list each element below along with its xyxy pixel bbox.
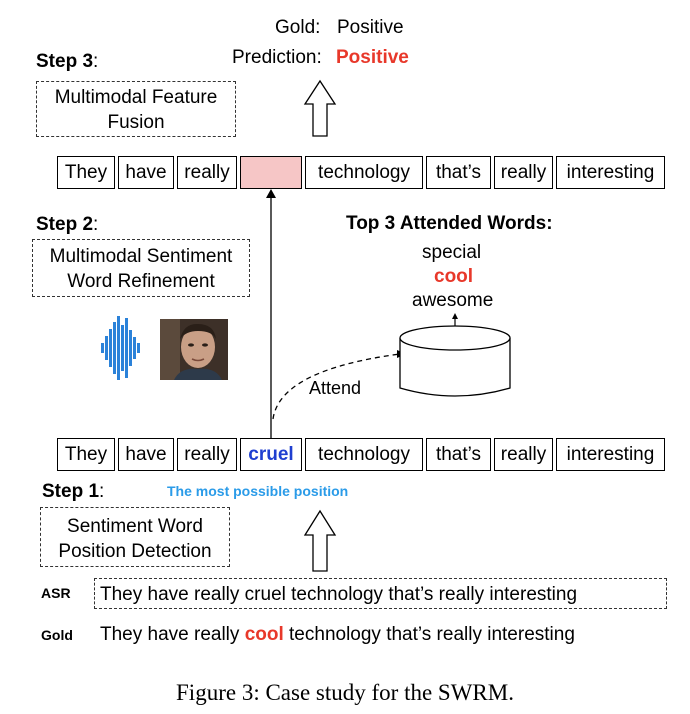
step3-heading: Step 3: — [36, 52, 98, 71]
refinement-arrowhead — [266, 189, 276, 198]
asr-box — [94, 578, 667, 609]
step2-colon: : — [93, 214, 99, 235]
step3-colon: : — [93, 51, 99, 72]
candidate-line1: Candidate — [410, 347, 493, 367]
fused-token-1: have — [118, 156, 174, 189]
gold-label: Gold: — [275, 17, 321, 38]
asr-token-7: interesting — [556, 438, 665, 471]
speaker-face-image — [160, 319, 228, 380]
asr-token-4: technology — [305, 438, 423, 471]
step1-label: Step 1 — [42, 481, 100, 502]
fused-token-5: that’s — [426, 156, 491, 189]
masked-token-slot — [240, 156, 302, 189]
fused-token-6: really — [494, 156, 553, 189]
top3-word-3: awesome — [412, 290, 494, 311]
step3-label: Step 3 — [36, 51, 94, 72]
step1-colon: : — [99, 481, 105, 502]
top3-title: Top 3 Attended Words: — [346, 213, 553, 234]
prediction-value: Positive — [336, 47, 409, 68]
top3-word-2: cool — [434, 266, 474, 287]
gold-text-before: They have really — [100, 624, 240, 645]
gold-text-after: technology that’s really interesting — [289, 624, 575, 645]
position-label: The most possible position — [167, 483, 349, 499]
step3-box-line2: Fusion — [107, 112, 165, 133]
step1-box-line2: Position Detection — [58, 541, 212, 562]
fused-token-0: They — [57, 156, 115, 189]
attend-label: Attend — [309, 378, 362, 398]
asr-text: They have really cruel technology that’s… — [100, 584, 578, 605]
step1-box-line1: Sentiment Word — [67, 516, 203, 537]
step2-box: Multimodal Sentiment Word Refinement — [32, 239, 250, 297]
step2-box-line1: Multimodal Sentiment — [49, 246, 233, 267]
hollow-up-arrow-top — [303, 79, 337, 137]
candidate-line2: Words — [427, 371, 479, 391]
asr-token-2: really — [177, 438, 237, 471]
step3-box-line1: Multimodal Feature — [54, 87, 218, 108]
hollow-up-arrow-bottom — [303, 509, 337, 572]
fused-token-4: technology — [305, 156, 423, 189]
attend-arrowhead — [397, 350, 406, 358]
gold-value: Positive — [337, 17, 404, 38]
asr-token-6: really — [494, 438, 553, 471]
sentiment-word-token: cruel — [240, 438, 302, 471]
step2-box-line2: Word Refinement — [67, 271, 215, 292]
step1-box: Sentiment Word Position Detection — [40, 507, 230, 567]
asr-token-1: have — [118, 438, 174, 471]
top3-word-1: special — [422, 242, 482, 263]
asr-token-5: that’s — [426, 438, 491, 471]
fused-token-7: interesting — [556, 156, 665, 189]
step1-heading: Step 1: — [42, 482, 104, 501]
asr-token-0: They — [57, 438, 115, 471]
gold-text: They have really cool technology that’s … — [100, 625, 575, 644]
step3-box: Multimodal Feature Fusion — [36, 81, 236, 137]
figure-caption: Figure 3: Case study for the SWRM. — [176, 680, 514, 705]
step2-label: Step 2 — [36, 214, 94, 235]
step2-heading: Step 2: — [36, 215, 98, 234]
asr-label: ASR — [41, 585, 71, 601]
gold-text-cool: cool — [244, 624, 284, 645]
prediction-label: Prediction: — [232, 47, 322, 68]
gold-row-label: Gold — [41, 627, 73, 643]
fused-token-2: really — [177, 156, 237, 189]
